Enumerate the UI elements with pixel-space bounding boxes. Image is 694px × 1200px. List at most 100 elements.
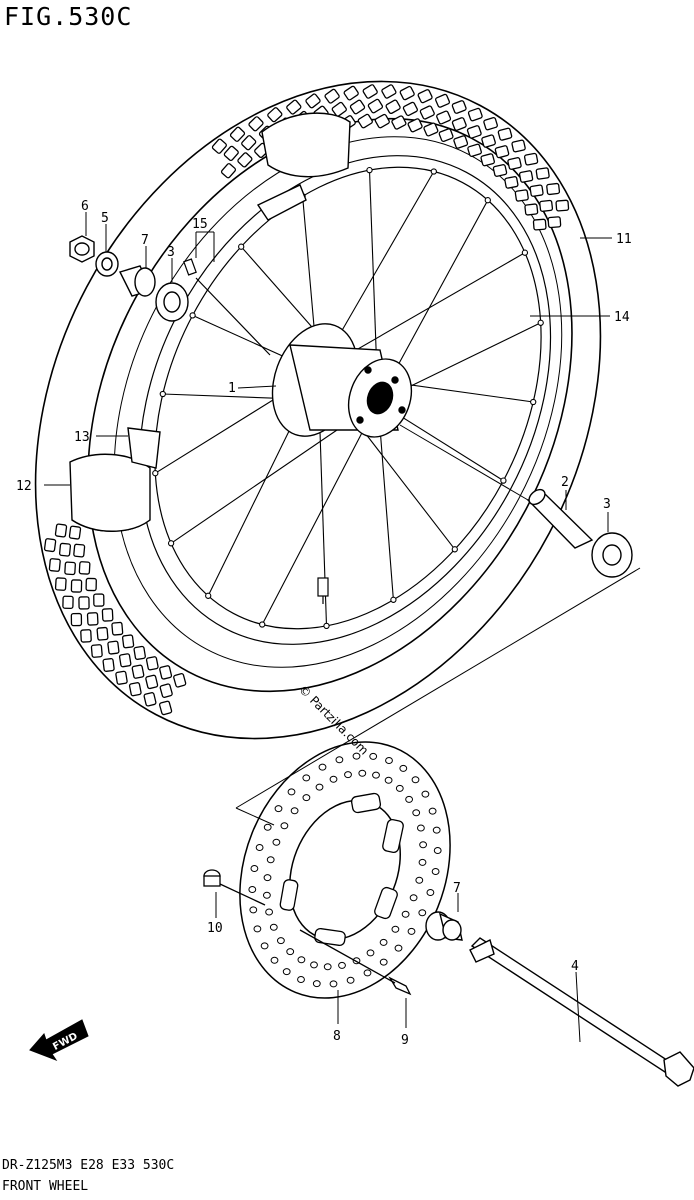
spoke-nipple-dot [189, 312, 196, 319]
tread-block [73, 543, 86, 558]
axle-nut [69, 235, 95, 263]
disc-hole [255, 844, 264, 851]
tread-block [518, 170, 534, 183]
tread-block [555, 199, 570, 212]
callout-3-left: 3 [167, 245, 175, 260]
tread-block [80, 629, 92, 643]
disc-hole [417, 824, 425, 832]
tread-block [101, 608, 114, 622]
disc-hole [433, 847, 442, 854]
spoke-nipple-dot [323, 622, 330, 630]
spoke-nipple-dot [238, 243, 245, 250]
collar-lower [425, 911, 463, 941]
disc-hole [379, 938, 388, 946]
disc-hole [358, 769, 367, 777]
tread-block [54, 523, 68, 538]
disc-hole [329, 775, 338, 783]
spoke-nipple-dot [530, 398, 537, 406]
tread-block [133, 645, 146, 660]
disc-hole [369, 752, 378, 760]
disc-hole [344, 771, 352, 779]
tread-block [467, 107, 483, 122]
disc-hole [274, 805, 283, 813]
disc-hole [312, 980, 321, 988]
disc-hole [253, 925, 262, 933]
model-code: DR-Z125M3 E28 E33 530C [2, 1158, 175, 1173]
disc-hole [432, 826, 441, 834]
disc-hole [385, 757, 393, 764]
bearing-right [591, 532, 633, 578]
tread-block [374, 113, 390, 129]
disc-hole [297, 976, 305, 983]
disc-hole [318, 763, 327, 771]
assembly-bracket [235, 424, 641, 826]
tread-block [481, 134, 496, 148]
tread-block [54, 577, 67, 591]
disc-hole [272, 838, 281, 846]
callout-14: 14 [614, 310, 630, 325]
tread-block [436, 110, 452, 125]
disc-hole [401, 910, 410, 918]
callout-leaders [44, 212, 612, 1043]
callout-2: 2 [561, 475, 569, 490]
tread-block [85, 577, 97, 592]
disc-hole [346, 976, 355, 984]
tread-block [78, 596, 90, 610]
tread-block [357, 113, 373, 129]
disc-hole [315, 783, 324, 791]
valve-stem [317, 577, 329, 604]
tread-block [523, 152, 539, 166]
disc-hole [411, 776, 420, 784]
tread-block [286, 99, 302, 115]
tread-block [367, 98, 384, 114]
forward-arrow-icon: FWD [29, 1019, 89, 1062]
disc-hole [249, 906, 258, 914]
spoke-nipple-dot [390, 596, 397, 603]
disc-hole [405, 795, 414, 803]
disc-hole [363, 969, 372, 977]
tread-block [381, 84, 397, 99]
tread-block [220, 163, 237, 179]
tread-block [223, 145, 239, 162]
disc-hole [302, 774, 311, 782]
spoke-nipple-dot [500, 477, 507, 484]
callout-12: 12 [16, 479, 32, 494]
disc-hole [297, 956, 306, 964]
tread-block [68, 525, 82, 540]
tread-block [173, 672, 187, 688]
spoke-nipple-dot [430, 168, 437, 175]
disc-hole [260, 942, 269, 950]
tread-block [86, 612, 99, 626]
tread-block [102, 658, 115, 672]
tread-block [128, 682, 142, 697]
disc-hole [426, 889, 435, 896]
tread-block [107, 640, 120, 655]
disc-hole [287, 788, 296, 796]
spoke-nipple-dot [451, 546, 458, 553]
callout-7-lower: 7 [453, 881, 461, 896]
callout-10: 10 [207, 921, 223, 936]
tread-block [145, 674, 159, 690]
callout-15: 15 [192, 217, 208, 232]
brake-disc-slots [279, 792, 404, 947]
tread-block [70, 579, 83, 593]
tread-block [331, 101, 347, 117]
tread-block [532, 218, 547, 231]
callout-7-upper: 7 [141, 233, 149, 248]
tread-block [93, 593, 105, 607]
disc-hole [310, 961, 318, 969]
tread-block [529, 184, 544, 197]
callouts: 1 2 3 3 4 5 6 7 7 8 9 10 11 12 13 14 15 [16, 199, 632, 1048]
tread-block [438, 128, 454, 142]
tread-block [229, 126, 246, 142]
tread-block [145, 656, 159, 671]
disc-hole [335, 756, 344, 764]
tread-block [90, 644, 103, 658]
washer [95, 251, 119, 277]
disc-hole [290, 807, 299, 815]
tread-block [535, 167, 550, 180]
hub [271, 323, 413, 438]
tread-block [43, 538, 57, 553]
disc-hole [266, 856, 275, 864]
tread-block [514, 189, 529, 202]
